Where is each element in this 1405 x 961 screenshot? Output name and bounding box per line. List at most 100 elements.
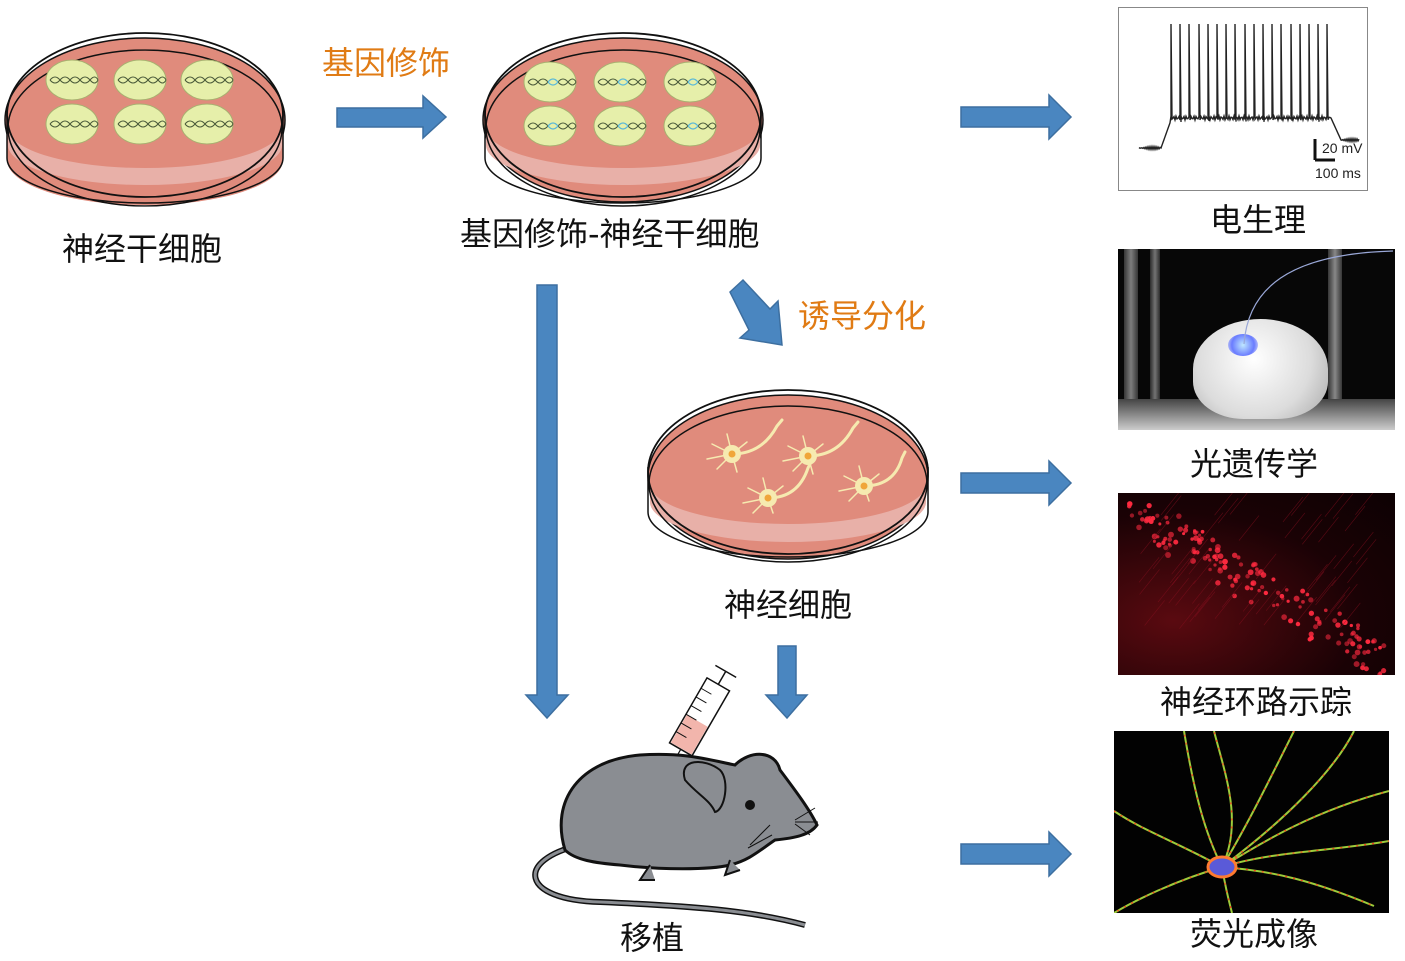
dendrite bbox=[1221, 840, 1389, 868]
labeled-cell bbox=[1167, 537, 1173, 542]
labeled-cell bbox=[1275, 590, 1281, 596]
labeled-fiber bbox=[1171, 549, 1192, 575]
mouse-illustration bbox=[532, 664, 819, 928]
synapse-puncta bbox=[1114, 810, 1223, 868]
labeled-cell bbox=[1308, 631, 1314, 637]
labeled-cell bbox=[1137, 510, 1143, 516]
labeled-fiber bbox=[1221, 582, 1243, 608]
labeled-cell bbox=[1192, 529, 1197, 533]
labeled-cell bbox=[1208, 547, 1212, 552]
labeled-cell bbox=[1191, 549, 1197, 555]
labeled-cell bbox=[1305, 592, 1310, 597]
labeled-cell bbox=[1314, 616, 1320, 622]
mouse-eye bbox=[745, 800, 755, 810]
labeled-cell bbox=[1205, 554, 1211, 559]
labeled-fiber bbox=[1171, 559, 1193, 585]
labeled-cell bbox=[1378, 645, 1382, 650]
optic-fiber bbox=[1243, 250, 1394, 345]
labeled-fiber bbox=[1344, 505, 1366, 532]
labeled-cell bbox=[1167, 542, 1171, 546]
labeled-cell bbox=[1143, 508, 1148, 513]
labeled-cell bbox=[1323, 608, 1328, 613]
optogenetics-photo bbox=[1118, 249, 1395, 430]
labeled-fiber bbox=[1333, 543, 1354, 570]
labeled-cell bbox=[1356, 626, 1360, 631]
label-fluorescence-imaging: 荧光成像 bbox=[1190, 915, 1319, 953]
labeled-cell bbox=[1164, 515, 1169, 520]
labeled-cell bbox=[1152, 539, 1156, 543]
labeled-fiber bbox=[1153, 514, 1174, 540]
labeled-cell bbox=[1373, 647, 1378, 652]
labeled-fiber bbox=[1355, 539, 1377, 565]
labeled-cell bbox=[1214, 547, 1221, 554]
labeled-fiber bbox=[1332, 493, 1354, 519]
labeled-cell bbox=[1308, 610, 1315, 616]
labeled-cell bbox=[1213, 563, 1217, 567]
action-potential-trace: 20 mV 100 ms bbox=[1138, 23, 1363, 181]
synapse-puncta bbox=[1183, 731, 1223, 868]
labeled-cell bbox=[1129, 513, 1135, 518]
labeled-fiber bbox=[1192, 578, 1213, 604]
labeled-fiber bbox=[1152, 543, 1174, 570]
labeled-cell bbox=[1214, 557, 1219, 562]
labeled-cell bbox=[1371, 638, 1377, 644]
labeled-cell bbox=[1298, 605, 1302, 609]
stem-cell-group bbox=[45, 59, 234, 145]
scale-time-label: 100 ms bbox=[1315, 165, 1361, 181]
petri-dish-neurons bbox=[647, 389, 929, 563]
labeled-fiber bbox=[1202, 512, 1224, 538]
labeled-fiber bbox=[1282, 496, 1304, 523]
labeled-cell bbox=[1356, 644, 1363, 650]
label-electrophysiology: 电生理 bbox=[1210, 201, 1307, 239]
labeled-fiber bbox=[1140, 528, 1161, 555]
labeled-fiber bbox=[1290, 493, 1310, 516]
labeled-fiber bbox=[1329, 586, 1351, 613]
labeled-cell bbox=[1163, 536, 1168, 541]
synapse-puncta bbox=[1114, 866, 1223, 913]
labeled-fiber bbox=[1324, 594, 1346, 620]
arrow-direct-transplant bbox=[524, 284, 570, 720]
labeled-fiber bbox=[1340, 602, 1361, 629]
labeled-fiber bbox=[1238, 599, 1260, 625]
labeled-cell bbox=[1177, 526, 1184, 532]
labeled-cell bbox=[1183, 527, 1189, 533]
dendrite bbox=[1183, 731, 1223, 868]
labeled-cell bbox=[1362, 650, 1367, 655]
labeled-fiber bbox=[1160, 493, 1179, 516]
label-modified-stem-cells: 基因修饰-神经干细胞 bbox=[460, 215, 760, 253]
labeled-fiber bbox=[1197, 584, 1219, 610]
labeled-fiber bbox=[1347, 557, 1368, 583]
labeled-cell bbox=[1208, 567, 1212, 572]
labeled-cell bbox=[1332, 618, 1338, 623]
synapse-puncta bbox=[1221, 731, 1355, 868]
labeled-cell bbox=[1156, 542, 1162, 548]
labeled-cell bbox=[1345, 649, 1350, 654]
labeled-fiber bbox=[1307, 564, 1328, 590]
rat-body bbox=[1193, 319, 1328, 419]
labeled-cell bbox=[1148, 515, 1152, 520]
labeled-cell bbox=[1244, 585, 1250, 591]
labeled-cell bbox=[1337, 611, 1342, 616]
labeled-fiber bbox=[1242, 586, 1264, 612]
labeled-fiber bbox=[1318, 517, 1339, 543]
labeled-fiber bbox=[1168, 578, 1189, 604]
labeled-cell bbox=[1190, 537, 1194, 541]
soma bbox=[1206, 855, 1238, 879]
label-circuit-tracing: 神经环路示踪 bbox=[1160, 683, 1353, 721]
step-label-induced-differentiation: 诱导分化 bbox=[798, 297, 927, 335]
labeled-fiber bbox=[1353, 531, 1374, 558]
labeled-cell bbox=[1176, 513, 1182, 519]
labeled-cell bbox=[1344, 641, 1350, 647]
labeled-fiber bbox=[1255, 589, 1277, 615]
labeled-cell bbox=[1253, 562, 1258, 567]
labeled-fiber bbox=[1229, 493, 1248, 515]
labeled-fiber bbox=[1315, 555, 1337, 581]
labeled-cell bbox=[1233, 578, 1239, 584]
labeled-cell bbox=[1272, 603, 1276, 608]
labeled-fiber bbox=[1139, 569, 1160, 595]
labeled-cell bbox=[1355, 623, 1361, 628]
syringe-icon bbox=[667, 664, 737, 772]
labeled-fiber bbox=[1255, 553, 1277, 579]
dendrite bbox=[1221, 866, 1375, 907]
labeled-cell bbox=[1148, 519, 1154, 525]
